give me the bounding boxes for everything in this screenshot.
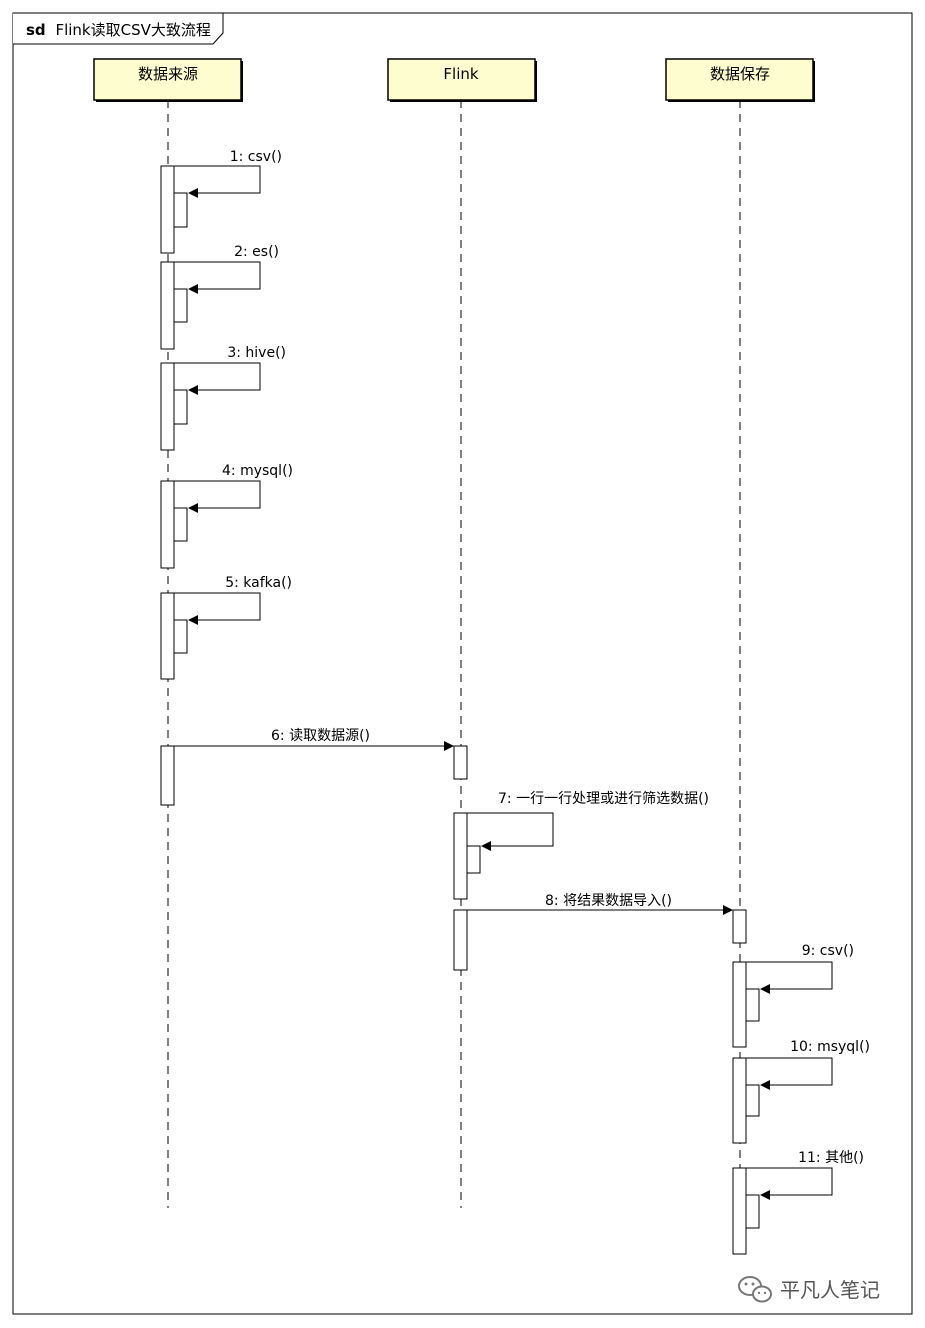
- participant-label: Flink: [443, 65, 478, 83]
- wechat-icon: [738, 1276, 772, 1303]
- nested-activation-bar: [173, 192, 188, 228]
- participant-label: 数据来源: [138, 65, 198, 83]
- activation-bar: [453, 745, 468, 780]
- nested-activation-bar: [466, 845, 481, 874]
- message-label: 5: kafka(): [225, 575, 292, 591]
- activation-bar: [160, 745, 175, 806]
- message-label: 4: mysql(): [222, 463, 293, 479]
- participant-box: [93, 58, 242, 101]
- self-message-arrow: [174, 362, 261, 395]
- message-label: 2: es(): [234, 244, 279, 260]
- message-label: 3: hive(): [227, 345, 286, 361]
- self-message-arrow: [746, 1057, 833, 1090]
- activation-bar: [732, 1167, 747, 1255]
- message-label: 6: 读取数据源(): [271, 727, 370, 744]
- activation-bar: [160, 362, 175, 451]
- message-label: 1: csv(): [230, 149, 282, 165]
- frame-title-tab: [13, 12, 224, 45]
- activation-bar: [453, 909, 468, 971]
- messages: 1: csv() 2: es() 3: hive() 4: mysql() 5: kaf…: [174, 149, 870, 1200]
- nested-activation-bar: [745, 988, 760, 1022]
- message-label: 7: 一行一行处理或进行筛选数据(): [498, 791, 709, 807]
- message-1: 1: csv(): [174, 149, 282, 198]
- watermark: 平凡人笔记: [738, 1276, 880, 1303]
- activation-bar: [160, 480, 175, 569]
- participant-source: 数据来源: [93, 58, 243, 102]
- message-4: 4: mysql(): [174, 463, 293, 513]
- frame-title: sd Flink读取CSV大致流程: [26, 21, 211, 39]
- self-message-arrow: [174, 165, 261, 198]
- message-5: 5: kafka(): [174, 575, 292, 625]
- activation-bar: [160, 261, 175, 350]
- message-6: 6: 读取数据源(): [174, 727, 454, 751]
- message-11: 11: 其他(): [746, 1150, 864, 1200]
- message-label: 8: 将结果数据导入(): [545, 893, 672, 909]
- lifelines: [167, 100, 741, 1208]
- message-8: 8: 将结果数据导入(): [467, 893, 733, 915]
- participant-label: 数据保存: [710, 65, 770, 83]
- activation-bars: [160, 165, 760, 1255]
- activation-bar: [453, 812, 468, 900]
- self-message-arrow: [174, 261, 261, 294]
- self-message-arrow: [174, 592, 261, 625]
- message-3: 3: hive(): [174, 345, 286, 395]
- message-10: 10: msyql(): [746, 1039, 870, 1090]
- participant-box: [387, 58, 536, 101]
- message-label: 9: csv(): [802, 943, 854, 959]
- frame-title-text: Flink读取CSV大致流程: [55, 21, 210, 39]
- activation-bar: [732, 961, 747, 1048]
- self-message-arrow: [746, 1167, 833, 1200]
- message-2: 2: es(): [174, 244, 279, 294]
- frame-keyword: sd: [26, 21, 46, 39]
- self-message-arrow: [174, 480, 261, 513]
- participant-flink: Flink: [387, 58, 537, 102]
- nested-activation-bar: [745, 1194, 760, 1229]
- nested-activation-bar: [173, 619, 188, 654]
- self-message-arrow: [746, 961, 833, 994]
- activation-bar: [732, 909, 747, 944]
- message-label: 11: 其他(): [798, 1150, 864, 1166]
- nested-activation-bar: [173, 389, 188, 425]
- message-7: 7: 一行一行处理或进行筛选数据(): [467, 791, 709, 851]
- participant-box: [665, 58, 814, 101]
- diagram-frame: [12, 12, 913, 1315]
- activation-bar: [732, 1057, 747, 1144]
- watermark-text: 平凡人笔记: [780, 1278, 880, 1302]
- nested-activation-bar: [745, 1084, 760, 1117]
- message-9: 9: csv(): [746, 943, 854, 994]
- nested-activation-bar: [173, 507, 188, 542]
- activation-bar: [160, 165, 175, 254]
- participants: 数据来源 Flink 数据保存: [93, 58, 815, 102]
- activation-bar: [160, 592, 175, 680]
- message-label: 10: msyql(): [790, 1039, 870, 1055]
- participant-sink: 数据保存: [665, 58, 815, 102]
- nested-activation-bar: [173, 288, 188, 323]
- self-message-arrow: [467, 812, 554, 851]
